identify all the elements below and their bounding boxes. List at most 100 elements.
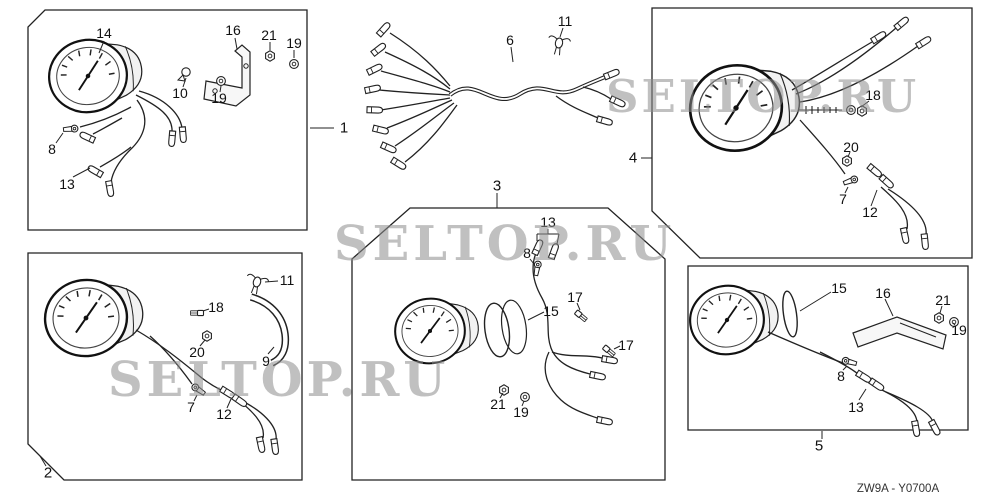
callout-15: 15 (543, 303, 559, 319)
assembly-ref-1: 1 (340, 120, 348, 137)
wire-connector (167, 130, 177, 148)
callout-13: 13 (848, 399, 864, 415)
nut (265, 50, 275, 62)
callout-9: 9 (262, 353, 270, 369)
callout-13: 13 (540, 214, 556, 230)
panel-5-wires (767, 331, 934, 423)
callout-12: 12 (862, 204, 878, 220)
wire-connector (608, 95, 627, 109)
callout-21: 21 (261, 27, 277, 43)
trim-ring (483, 302, 511, 358)
wire-connector (364, 83, 382, 95)
callout-8: 8 (837, 368, 845, 384)
callout-17: 17 (618, 337, 634, 353)
wire-connector (596, 415, 614, 427)
callout-15: 15 (831, 280, 847, 296)
harness-clip (545, 34, 572, 58)
meter-bracket (852, 316, 947, 350)
assembly-ref-3: 3 (493, 178, 501, 195)
wire-connector (547, 242, 560, 261)
nut (842, 155, 852, 167)
callout-11: 11 (558, 13, 573, 29)
wire-connector (366, 106, 384, 114)
callout-18: 18 (865, 87, 881, 103)
wire-connector (899, 227, 911, 245)
callout-19: 19 (211, 90, 227, 106)
harness-leaders (510, 27, 564, 63)
ring-terminal (840, 356, 858, 368)
panel-5-outline (687, 265, 969, 431)
panel-3-leaders (496, 193, 621, 407)
panel-4-meter-assembly: 18 20 7 12 4 (629, 7, 973, 259)
callout-7: 7 (839, 191, 847, 207)
wire-connector (370, 41, 388, 57)
callout-12: 12 (216, 406, 232, 422)
callout-11: 11 (280, 272, 295, 288)
wire-connector (601, 355, 619, 365)
wire-connector (231, 393, 249, 409)
wire-clamp (176, 67, 191, 82)
wire-connector (178, 126, 188, 144)
nut (499, 384, 509, 396)
meter-gauge (42, 29, 149, 120)
panel-1-wires (79, 90, 183, 183)
screw (189, 309, 205, 317)
wire-connector (371, 124, 390, 136)
callout-21: 21 (935, 292, 951, 308)
callout-16: 16 (875, 285, 891, 301)
panel-5-leaders (799, 291, 956, 439)
callout-20: 20 (843, 139, 859, 155)
panel-5-meter-assembly: 15 16 21 19 8 13 5 (684, 265, 969, 455)
callout-19: 19 (951, 322, 967, 338)
callout-19: 19 (286, 35, 302, 51)
ring-terminal (842, 174, 860, 187)
clamp-band (782, 290, 798, 338)
callout-13: 13 (59, 176, 75, 192)
harness-trunk (448, 75, 606, 101)
panel-3-meter-assembly: 13 8 15 17 17 21 19 3 (351, 178, 666, 481)
assembly-ref-5: 5 (815, 438, 823, 455)
wire-connector (868, 377, 886, 393)
panel-2-leaders (39, 280, 279, 467)
meter-gauge (38, 271, 149, 363)
callout-16: 16 (225, 22, 241, 38)
panel-1-meter-assembly: 14 16 21 19 10 19 8 13 1 (27, 9, 348, 231)
meter-gauge (390, 292, 483, 368)
screw (573, 309, 589, 323)
callout-17: 17 (567, 289, 583, 305)
wire-connector (920, 233, 930, 251)
panel-3-wires (532, 252, 603, 419)
washer (216, 76, 226, 86)
callout-8: 8 (523, 245, 531, 261)
callout-18: 18 (208, 299, 224, 315)
panel-4-outline (651, 7, 973, 259)
drawing-code: ZW9A - Y0700A (857, 483, 940, 495)
washer (846, 105, 856, 115)
washer (520, 392, 530, 402)
harness-branch-wires (378, 32, 458, 163)
wire-harness-assembly: 6 11 (364, 13, 627, 172)
tube-core (250, 294, 288, 366)
callout-21: 21 (490, 396, 506, 412)
nut (202, 330, 212, 342)
wire-connector (270, 438, 280, 456)
callout-10: 10 (172, 85, 188, 101)
nut (934, 312, 944, 324)
callout-19: 19 (513, 404, 529, 420)
panel-4-leaders (641, 100, 878, 207)
wire-connector (365, 62, 384, 76)
panel-3-outline (351, 207, 666, 481)
wire-connector (531, 238, 545, 257)
harness-trunk-core (449, 76, 606, 100)
wire-connector (866, 163, 884, 179)
panel-4-wires (791, 27, 927, 236)
meter-stud (798, 106, 842, 114)
harness-clip (242, 273, 270, 297)
harness-end-wires (555, 86, 612, 119)
washer (289, 59, 299, 69)
wire-connector (602, 67, 621, 81)
screw (601, 344, 617, 358)
panel-1-leaders (55, 37, 334, 178)
